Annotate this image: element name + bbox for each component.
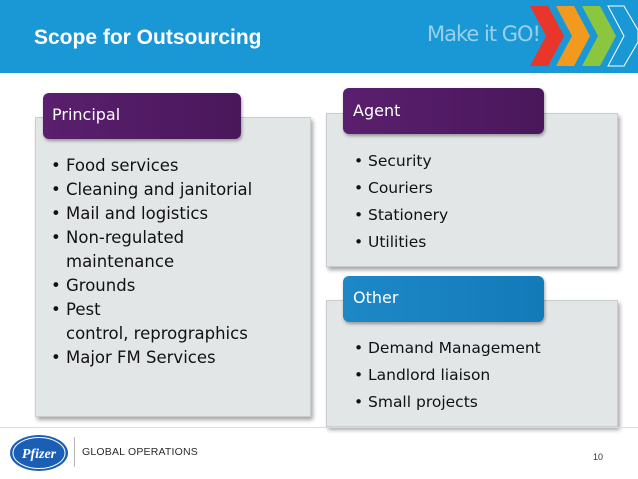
list-item: •Landlord liaison — [354, 366, 491, 384]
principal-card: •Food services •Cleaning and janitorial … — [35, 117, 311, 417]
list-item: •Mail and logistics — [51, 204, 209, 223]
header-bar: Scope for Outsourcing Make it GO! — [0, 0, 638, 73]
list-item: •Grounds — [51, 276, 136, 295]
page-number: 10 — [593, 452, 604, 462]
list-item: •Utilities — [354, 233, 427, 251]
svg-text:Pfizer: Pfizer — [22, 447, 57, 462]
footer-separator — [74, 437, 75, 467]
agent-list: •Security •Couriers •Stationery •Utiliti… — [354, 148, 448, 256]
division-label: GLOBAL OPERATIONS — [82, 446, 199, 458]
list-item: •Stationery — [354, 206, 449, 224]
list-item: •Couriers — [354, 179, 433, 197]
other-label-tab: Other — [343, 276, 544, 322]
list-item: •Food services — [51, 156, 179, 175]
principal-label-tab: Principal — [43, 93, 241, 139]
list-item: •Security — [354, 152, 432, 170]
agent-label: Agent — [353, 101, 401, 120]
agent-card: •Security •Couriers •Stationery •Utiliti… — [326, 113, 618, 267]
list-item: •Cleaning and janitorial — [51, 180, 253, 199]
footer-divider — [0, 427, 638, 428]
other-list: •Demand Management •Landlord liaison •Sm… — [354, 335, 541, 416]
other-label: Other — [353, 288, 399, 307]
agent-label-tab: Agent — [343, 88, 544, 134]
list-item: •Small projects — [354, 393, 478, 411]
tagline: Make it GO! — [427, 22, 541, 46]
pfizer-logo-icon: Pfizer — [10, 435, 68, 471]
list-item: •Major FM Services — [51, 348, 216, 367]
chevron-arrows-icon — [530, 5, 638, 67]
principal-list: •Food services •Cleaning and janitorial … — [51, 154, 252, 370]
slide-title: Scope for Outsourcing — [34, 26, 262, 49]
list-item: •Demand Management — [354, 339, 541, 357]
principal-label: Principal — [52, 105, 121, 124]
